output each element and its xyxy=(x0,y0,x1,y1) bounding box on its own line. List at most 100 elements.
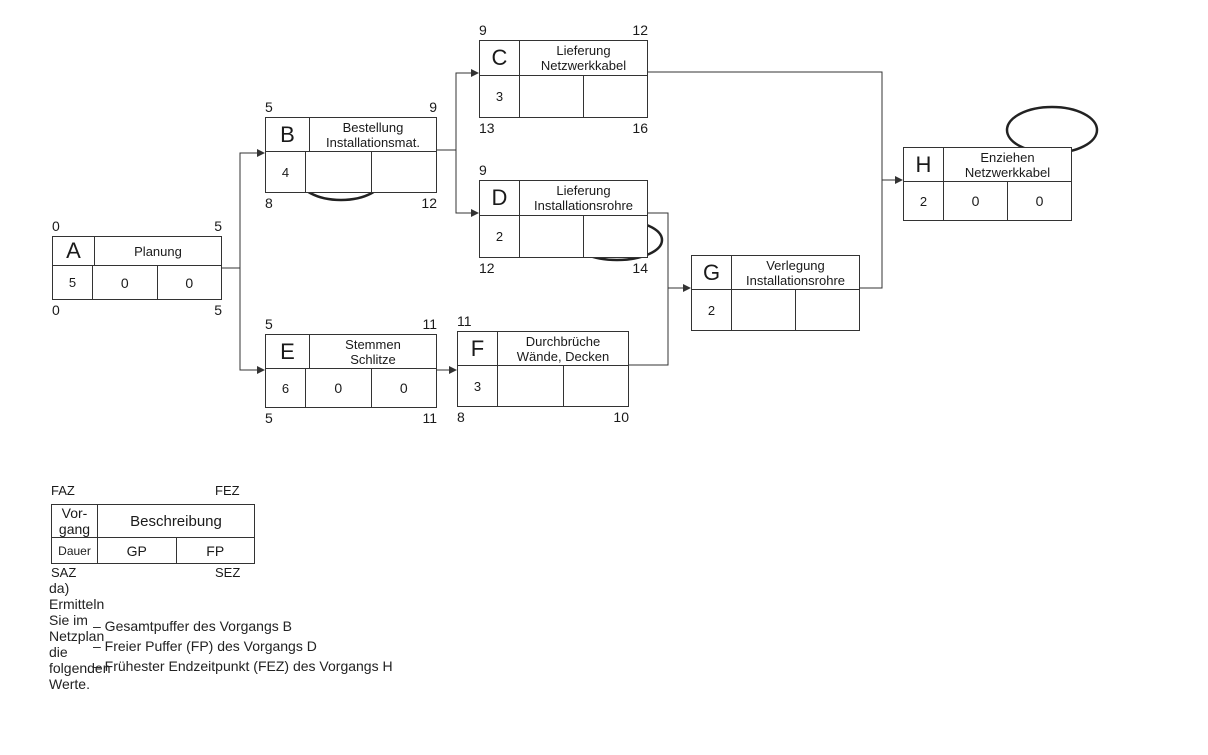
node-d-description-line: Installationsrohre xyxy=(534,198,633,213)
node-c-fp xyxy=(584,76,647,117)
legend-gp: GP xyxy=(98,538,177,563)
connector-c-h xyxy=(648,71,903,184)
node-b-id: B xyxy=(266,118,310,151)
node-d-faz: 9 xyxy=(479,162,487,178)
node-d-id: D xyxy=(480,181,520,215)
legend-faz: FAZ xyxy=(51,483,75,498)
node-g-duration: 2 xyxy=(692,290,732,330)
legend-sez: SEZ xyxy=(215,565,241,580)
node-b-fez: 9 xyxy=(429,99,437,115)
question-items: – Gesamtpuffer des Vorgangs B – Freier P… xyxy=(93,616,393,676)
node-b-description-line: Bestellung xyxy=(342,119,404,135)
node-b-faz: 5 xyxy=(265,99,273,115)
node-d-duration: 2 xyxy=(480,216,520,257)
node-c-description-line: Lieferung xyxy=(556,43,611,58)
node-h-fp: 0 xyxy=(1035,193,1044,209)
node-f-duration: 3 xyxy=(458,366,498,406)
legend-box: Vor- gang Beschreibung Dauer GP FP xyxy=(51,504,255,564)
node-d-bottom-row: 2 xyxy=(480,215,647,257)
node-f-saz: 8 xyxy=(457,409,465,425)
node-f-fp xyxy=(564,366,629,406)
node-b-bottom-row: 4 xyxy=(266,151,436,192)
connector-f-g xyxy=(629,288,669,366)
legend-vorgang-line-2: gang xyxy=(58,521,91,537)
question-label: da) Ermitteln Sie im Netzplan die folgen… xyxy=(49,580,111,692)
node-e-description-line: Schlitze xyxy=(350,351,396,367)
node-c-faz: 9 xyxy=(479,22,487,38)
connector-g-h xyxy=(860,180,883,289)
node-f-sez: 10 xyxy=(613,409,629,425)
legend-fez: FEZ xyxy=(215,483,240,498)
node-e-description-line: Stemmen xyxy=(345,336,401,352)
node-g-fp xyxy=(796,290,859,330)
legend-saz: SAZ xyxy=(51,565,77,580)
node-a-fez: 5 xyxy=(214,218,222,234)
node-h-duration: 2 xyxy=(904,182,944,220)
node-b-fp xyxy=(372,152,437,192)
node-e-id: E xyxy=(266,335,310,368)
node-h-description-line: Enziehen xyxy=(980,149,1035,165)
node-a-faz: 0 xyxy=(52,218,60,234)
question-item: – Gesamtpuffer des Vorgangs B xyxy=(93,618,292,634)
node-b-description-line: Installationsmat. xyxy=(326,134,420,150)
connector-d-g xyxy=(648,212,691,292)
node-f-description-line: Wände, Decken xyxy=(516,348,610,364)
node-c-fez: 12 xyxy=(632,22,648,38)
connector-b-c xyxy=(437,69,479,151)
connector-b-d xyxy=(455,150,479,217)
node-e-fp: 0 xyxy=(399,380,408,396)
question-item: – Frühester Endzeitpunkt (FEZ) des Vorga… xyxy=(93,658,393,674)
node-c-id: C xyxy=(480,41,520,75)
node-e-fez: 11 xyxy=(422,316,437,332)
node-c-gp xyxy=(520,76,584,117)
node-a-gp: 0 xyxy=(93,266,158,299)
legend-bottom-row: Dauer GP FP xyxy=(52,537,254,563)
node-c-description-line: Netzwerkkabel xyxy=(540,58,627,73)
node-c-sez: 16 xyxy=(632,120,648,136)
node-e-duration: 6 xyxy=(266,369,306,407)
node-c-bottom-row: 3 xyxy=(480,75,647,117)
node-g-description-line: Installationsrohre xyxy=(746,272,845,288)
legend-beschreibung: Beschreibung xyxy=(98,505,254,537)
node-d-description-line: Lieferung xyxy=(556,183,611,198)
node-g-gp xyxy=(732,290,796,330)
node-c-duration: 3 xyxy=(480,76,520,117)
node-e-gp: 0 xyxy=(306,369,372,407)
node-e-sez: 11 xyxy=(422,410,437,426)
node-a-fp: 0 xyxy=(185,274,194,291)
legend-vorgang: Vor- gang xyxy=(52,505,98,537)
node-e-saz: 5 xyxy=(265,410,273,426)
legend-vorgang-line-1: Vor- xyxy=(61,505,88,521)
node-h-gp: 0 xyxy=(944,182,1008,220)
node-a-sez: 5 xyxy=(214,302,222,318)
node-b-saz: 8 xyxy=(265,195,273,211)
node-e-faz: 5 xyxy=(265,316,273,332)
node-f-id: F xyxy=(458,332,498,365)
node-f-faz: 11 xyxy=(457,313,472,329)
node-a-duration: 5 xyxy=(53,266,93,299)
node-h-id: H xyxy=(904,148,944,181)
node-d-saz: 12 xyxy=(479,260,495,276)
node-b-gp xyxy=(306,152,372,192)
legend-dauer: Dauer xyxy=(52,538,98,563)
node-g-description-line: Verlegung xyxy=(766,257,825,273)
question-item: – Freier Puffer (FP) des Vorgangs D xyxy=(93,638,317,654)
node-f-bottom-row: 3 xyxy=(458,365,628,406)
node-a-description: Planung xyxy=(95,237,221,265)
